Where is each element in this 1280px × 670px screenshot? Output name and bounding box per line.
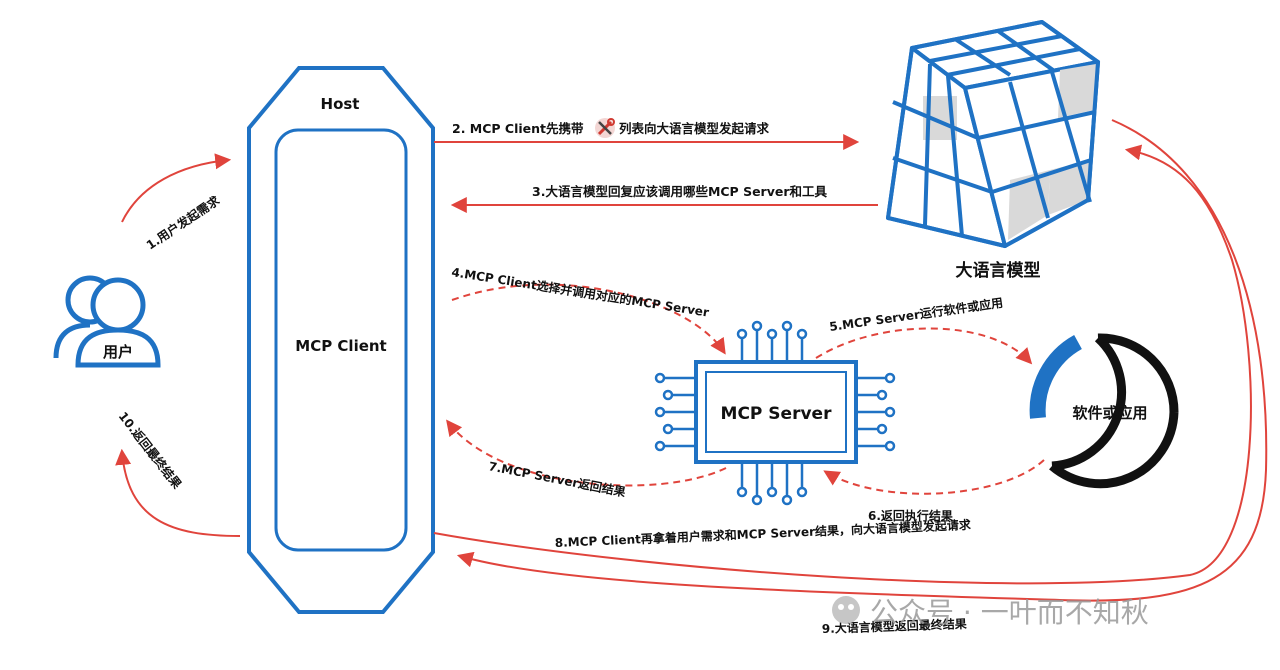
user-label: 用户 <box>103 343 133 361</box>
step2-label-a: 2. MCP Client先携带 <box>452 121 584 136</box>
arrow-step8 <box>433 144 1252 585</box>
arrow-step1 <box>121 153 232 223</box>
software-label: 软件或应用 <box>1072 404 1147 422</box>
arrow-step6 <box>823 459 1045 495</box>
step5-label: 5.MCP Server运行软件或应用 <box>828 295 1004 334</box>
step3-label: 3.大语言模型回复应该调用哪些MCP Server和工具 <box>532 184 828 199</box>
host-title: Host <box>321 95 360 113</box>
mcp-client-label: MCP Client <box>295 337 386 355</box>
llm-label: 大语言模型 <box>956 260 1041 281</box>
ring-icon: 软件或应用 <box>1029 333 1179 489</box>
watermark-text: 公众号 · 一叶而不知秋 <box>870 596 1149 629</box>
mcp-server-label: MCP Server <box>721 404 833 424</box>
mcp-client-box <box>274 128 408 552</box>
step1-label: 1.用户发起需求 <box>143 192 223 252</box>
tools-icon <box>595 118 615 138</box>
step4-label: 4.MCP Client选择并调用对应的MCP Server <box>451 264 711 320</box>
user-icon: 用户 <box>53 275 161 368</box>
chip-icon: MCP Server <box>654 320 896 506</box>
arrow-step9 <box>456 119 1268 602</box>
cube-icon: 大语言模型 <box>886 20 1100 281</box>
arrow-step10 <box>115 448 241 537</box>
step10-label: 10.返回最终结果 <box>116 409 185 492</box>
arrow-step4 <box>451 283 726 355</box>
step9-label: 9.大语言模型返回最终结果 <box>822 616 967 636</box>
arrow-step5 <box>815 327 1033 365</box>
watermark: 公众号 · 一叶而不知秋 <box>832 596 1149 629</box>
arrow-step7 <box>446 419 727 487</box>
step8-label: 8.MCP Client再拿着用户需求和MCP Server结果，向大语言模型发… <box>554 517 972 550</box>
step2-label-b: 列表向大语言模型发起请求 <box>619 121 770 136</box>
step6-label: 6.返回执行结果 <box>868 508 953 523</box>
host-box: Host MCP Client <box>247 66 435 614</box>
step7-label: 7.MCP Server返回结果 <box>487 458 627 499</box>
